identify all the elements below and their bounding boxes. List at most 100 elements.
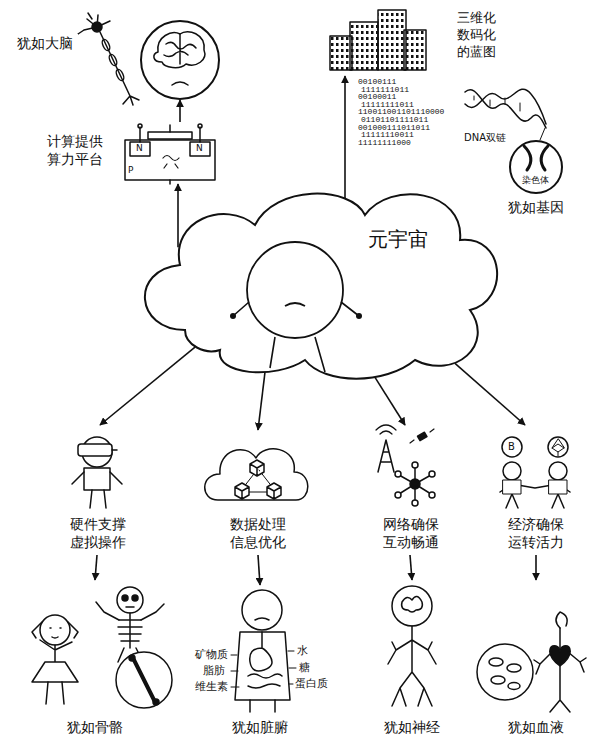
figure-hand [230,313,236,319]
transistor-symbol-part [148,132,192,139]
handshake-part [549,480,567,494]
neuron-part [108,53,119,66]
blood-figure [477,612,586,712]
network-icon-part [395,492,401,498]
handshake-part [549,462,567,480]
organ-figure-part [231,651,296,687]
node-label: 犹如大脑 [12,34,78,52]
arrow-connector [410,555,412,580]
node-label: 犹如神经 [372,718,452,736]
nerve-box: 犹如神经 [355,580,470,739]
neuron-part [78,13,110,34]
bone-box: 犹如骨骼 [15,580,175,739]
arrow-connector [258,555,260,585]
skeleton-part [118,613,142,648]
network-icon-part [378,440,394,472]
network-icon-part [418,432,427,440]
chromosome-circle: 犹如基因 [509,140,563,194]
nerve-figure [388,586,436,706]
girl-part [32,622,78,638]
bone-circle-part [134,660,154,700]
girl-part [32,662,78,682]
arrow-connector [177,184,179,247]
cloud-outline [145,194,497,379]
vr-child-part [84,468,110,490]
chromosome-label: 染色体 [522,176,549,186]
cloud-outline [125,180,495,385]
skeleton-part [117,587,143,613]
girl-part [40,615,70,645]
blueprint: 三维化数码化的蓝图 [325,8,520,76]
blood-box: 犹如血液 [478,580,595,739]
transistor-symbol [125,124,215,184]
dna-label: DNA双链 [464,132,506,143]
circle-outline [140,20,220,100]
handshake-part [503,480,521,494]
brain-icon-part [154,32,205,68]
neuron-part [115,68,126,81]
blood-figure-part [507,664,521,672]
transistor-symbol-part [190,142,210,156]
compute-platform: 计算提供算力平台 [118,122,222,184]
organ-figure-part [255,618,269,620]
neuron-part [101,38,112,51]
blood-figure-part [491,676,505,684]
girl [32,615,78,704]
skeleton-part [132,595,138,601]
arrow-connector [535,555,537,580]
chromosome-part [524,146,548,170]
bone-circle-part [116,652,172,708]
transistor-symbol-part [138,124,142,128]
dna-helix-part [474,96,520,111]
handshake-part [548,437,568,457]
organ-figure [231,590,296,712]
nutrient-label: 蛋白质 [295,678,328,690]
circle-outline [509,140,563,194]
face-mouth [285,303,305,306]
organ-figure-part [250,700,275,712]
arrow-connector [455,363,525,425]
arrow-connector [179,100,181,122]
handshake-part [503,462,521,480]
nutrient-label: 维生素 [195,681,228,693]
data-cloud [205,449,308,500]
arrow-connector [344,76,346,198]
node-label: 网络确保互动畅通 [379,515,442,551]
figure-hand [356,313,362,319]
nutrient-label: 脂肪 [203,665,225,677]
pin-label: P [128,166,133,176]
nutrient-label: 矿物质 [195,649,228,661]
bone-circle-part [153,699,159,705]
nerve-figure-part [402,596,423,612]
data-cloud-part [267,483,281,499]
blood-figure-part [508,683,520,690]
blood-figure-part [550,646,571,666]
organ-figure-part [235,632,290,700]
node-label: 犹如骨骼 [55,718,135,736]
vr-child [72,437,122,508]
transistor-symbol-part [163,156,179,169]
coin-symbol: B [508,441,515,452]
neuron-part [100,32,139,105]
chromosome [524,146,548,170]
transistor-symbol-part [198,124,202,128]
blood-figure-part [559,628,561,648]
skeleton-part [96,602,164,620]
buildings-part [378,10,406,70]
face-circle [247,242,343,338]
node-label: 犹如脏腑 [220,718,300,736]
transistor-symbol-part [140,125,200,184]
organ-figure-part [250,632,272,671]
pin-label: N [136,144,143,154]
brain-icon-part [164,34,196,64]
brain-icon [154,32,205,85]
girl-part [40,640,72,662]
network-icon-part [410,429,434,443]
circle-outline [510,141,562,193]
blood-figure-part [556,612,567,628]
data-cloud-part [235,483,249,499]
node-label: 元宇宙 [357,226,439,252]
